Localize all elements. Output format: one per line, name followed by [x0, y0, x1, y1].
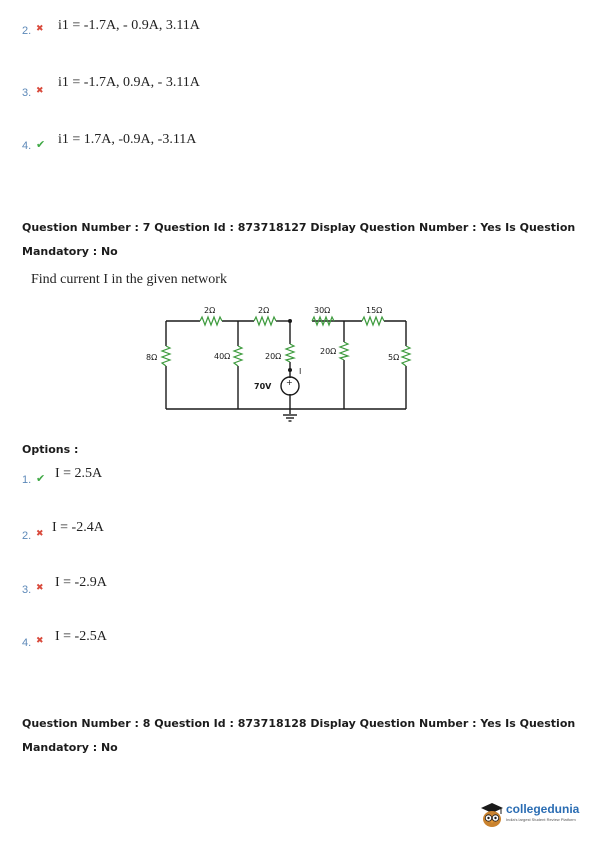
check-icon: ✔ — [36, 472, 46, 485]
resistor-label-20-right: 20Ω — [320, 347, 336, 356]
q7-option-1: 1. ✔ I = 2.5A — [0, 466, 300, 490]
option-number: 3. — [22, 584, 32, 596]
check-icon: ✔ — [36, 138, 46, 151]
logo-tagline: India's largest Student Review Platform — [506, 817, 576, 822]
source-voltage-label: 70V — [254, 382, 272, 391]
question-7-text: Find current I in the given network — [31, 272, 227, 287]
resistor-label-20-center: 20Ω — [265, 352, 281, 361]
source-plus-sign: + — [286, 378, 293, 387]
resistor-label-top-4: 15Ω — [366, 306, 382, 315]
current-label: I — [299, 367, 301, 376]
option-3: 3. ✖ i1 = -1.7A, 0.9A, - 3.11A — [0, 75, 300, 99]
graduate-owl-icon — [481, 803, 503, 827]
q7-option-4: 4. ✖ I = -2.5A — [0, 629, 300, 653]
option-number: 2. — [22, 25, 32, 37]
option-text: I = -2.9A — [55, 575, 107, 590]
resistor-label-8: 8Ω — [146, 353, 157, 362]
resistor-label-top-3: 30Ω — [314, 306, 330, 315]
option-text: I = 2.5A — [55, 466, 103, 481]
option-number: 4. — [22, 140, 32, 152]
junction-dot — [288, 368, 292, 372]
option-text: I = -2.5A — [55, 629, 107, 644]
cross-icon: ✖ — [36, 636, 44, 646]
resistor-label-top-1: 2Ω — [204, 306, 215, 315]
collegedunia-logo: collegedunia India's largest Student Rev… — [478, 800, 588, 832]
resistor-label-5: 5Ω — [388, 353, 399, 362]
option-text: i1 = -1.7A, 0.9A, - 3.11A — [58, 75, 200, 90]
option-number: 4. — [22, 637, 32, 649]
cross-icon: ✖ — [36, 529, 44, 539]
logo-wordmark: collegedunia — [506, 802, 580, 816]
cross-icon: ✖ — [36, 24, 44, 34]
resistor-label-top-2: 2Ω — [258, 306, 269, 315]
option-text: I = -2.4A — [52, 520, 104, 535]
circuit-diagram: 2Ω 2Ω 30Ω 15Ω 8Ω 40Ω 20Ω 20Ω 5Ω 70V + I — [146, 306, 412, 422]
option-2: 2. ✖ i1 = -1.7A, - 0.9A, 3.11A — [0, 18, 300, 42]
question-7-header-line-1: Question Number : 7 Question Id : 873718… — [22, 221, 576, 234]
question-7-header-line-2: Mandatory : No — [22, 245, 118, 258]
option-number: 3. — [22, 87, 32, 99]
option-text: i1 = 1.7A, -0.9A, -3.11A — [58, 132, 197, 147]
cross-icon: ✖ — [36, 583, 44, 593]
option-number: 2. — [22, 530, 32, 542]
options-label: Options : — [22, 443, 79, 456]
q7-option-3: 3. ✖ I = -2.9A — [0, 575, 300, 599]
q7-option-2: 2. ✖ I = -2.4A — [0, 520, 300, 544]
question-8-header-line-2: Mandatory : No — [22, 741, 118, 754]
option-text: i1 = -1.7A, - 0.9A, 3.11A — [58, 18, 200, 33]
cross-icon: ✖ — [36, 86, 44, 96]
resistor-label-40: 40Ω — [214, 352, 230, 361]
junction-dot — [288, 319, 292, 323]
option-number: 1. — [22, 474, 32, 486]
option-4: 4. ✔ i1 = 1.7A, -0.9A, -3.11A — [0, 131, 300, 155]
question-8-header-line-1: Question Number : 8 Question Id : 873718… — [22, 717, 576, 730]
